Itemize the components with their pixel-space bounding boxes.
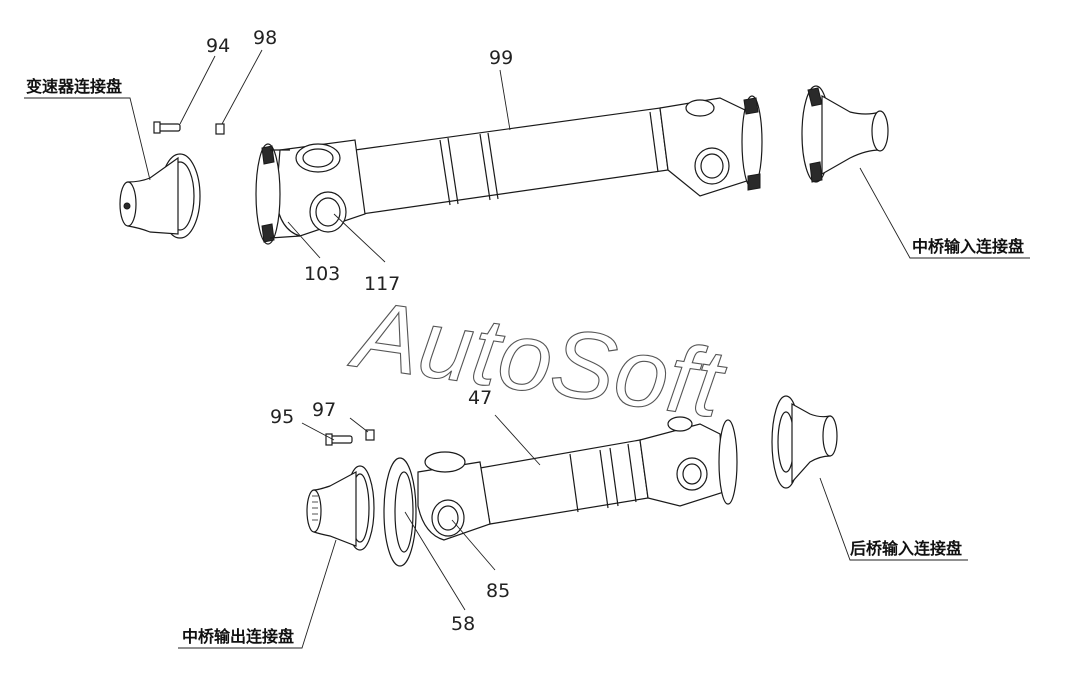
- watermark-text: AutoSoft: [344, 280, 732, 438]
- mid-axle-input-flange: [801, 85, 889, 183]
- part-number-98: 98: [253, 27, 277, 49]
- part-number-99: 99: [489, 47, 513, 69]
- part-number-117: 117: [364, 273, 400, 295]
- label-rear-axle-input-flange: 后桥输入连接盘: [850, 539, 962, 558]
- nut-97: [365, 429, 375, 441]
- part-number-85: 85: [486, 580, 510, 602]
- part-number-47: 47: [468, 387, 492, 409]
- part-number-58: 58: [451, 613, 475, 635]
- bolt-94: [153, 121, 181, 134]
- label-mid-axle-input-flange: 中桥输入连接盘: [912, 237, 1024, 256]
- label-mid-axle-output-flange: 中桥输出连接盘: [182, 627, 294, 646]
- part-number-95: 95: [270, 406, 294, 428]
- rear-axle-input-flange: [771, 395, 838, 489]
- transmission-flange: [119, 153, 201, 239]
- nut-98: [215, 123, 225, 135]
- gasket-58: [383, 457, 417, 567]
- label-transmission-flange: 变速器连接盘: [26, 77, 122, 96]
- part-number-97: 97: [312, 399, 336, 421]
- part-number-94: 94: [206, 35, 230, 57]
- mid-axle-output-flange: [306, 465, 375, 551]
- part-number-103: 103: [304, 263, 340, 285]
- lower-drive-shaft: [417, 416, 738, 541]
- bolt-95: [325, 433, 353, 446]
- upper-drive-shaft: [255, 95, 763, 245]
- leader-lines: [24, 49, 1030, 649]
